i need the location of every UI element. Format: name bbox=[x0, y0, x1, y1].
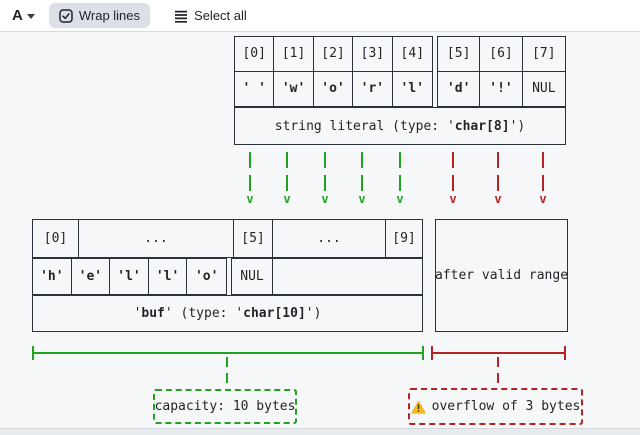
copy-arrow-red: v bbox=[491, 152, 505, 205]
buf-indices-row: [0] ... [5] ... [9] bbox=[32, 219, 423, 258]
source-index-cell: [7] bbox=[522, 37, 565, 72]
after-valid-range-box: after valid range bbox=[435, 219, 568, 332]
font-size-label: A bbox=[12, 7, 23, 24]
capacity-note-box: capacity: 10 bytes bbox=[153, 389, 297, 424]
capacity-label: capacity: 10 bytes bbox=[154, 399, 296, 414]
source-char-cell: 'd' bbox=[438, 71, 481, 106]
arrowhead: v bbox=[246, 192, 254, 206]
warning-triangle-icon bbox=[411, 399, 426, 413]
font-size-button[interactable]: A bbox=[12, 7, 35, 24]
source-index-cell: [3] bbox=[353, 37, 393, 72]
overflow-note-box: overflow of 3 bytes bbox=[408, 388, 583, 425]
source-label: string literal (type: 'char[8]') bbox=[274, 118, 526, 134]
arrowhead: v bbox=[283, 192, 291, 206]
diagram-canvas: [0] [1] [2] [3] [4] ' ' 'w' 'o' 'r' 'l' … bbox=[0, 32, 640, 428]
buf-index-cell: ... bbox=[273, 220, 386, 257]
copy-arrow-green: v bbox=[280, 152, 294, 205]
source-left-group: [0] [1] [2] [3] [4] ' ' 'w' 'o' 'r' 'l' bbox=[234, 36, 433, 107]
source-char-cell: ' ' bbox=[235, 71, 275, 106]
source-index-cell: [0] bbox=[235, 37, 275, 72]
caret-down-icon bbox=[26, 14, 35, 19]
source-char-cell: '!' bbox=[480, 71, 523, 106]
select-all-label: Select all bbox=[194, 8, 247, 23]
buf-index-cell: ... bbox=[79, 220, 234, 257]
source-nul-cell: NUL bbox=[532, 81, 556, 97]
source-char-cell: 'w' bbox=[274, 71, 314, 106]
arrowhead: v bbox=[396, 192, 404, 206]
source-char-cell: 'o' bbox=[314, 71, 354, 106]
arrowhead: v bbox=[539, 192, 547, 206]
select-all-button[interactable]: Select all bbox=[164, 3, 257, 28]
buf-char-cell: 'l' bbox=[149, 259, 188, 294]
arrowhead: v bbox=[494, 192, 502, 206]
wrap-lines-toggle[interactable]: Wrap lines bbox=[48, 3, 151, 28]
buf-char-cell: 'l' bbox=[110, 259, 149, 294]
checkbox-checked-icon bbox=[59, 8, 73, 23]
buf-index-cell: [9] bbox=[392, 231, 416, 246]
source-index-cell: [5] bbox=[438, 37, 481, 72]
buf-char-cell: 'e' bbox=[72, 259, 111, 294]
after-valid-range-label: after valid range bbox=[434, 268, 569, 283]
copy-arrow-green: v bbox=[393, 152, 407, 205]
arrowhead: v bbox=[321, 192, 329, 206]
arrowhead: v bbox=[449, 192, 457, 206]
arrowhead: v bbox=[358, 192, 366, 206]
buf-chars-group: 'h' 'e' 'l' 'l' 'o' bbox=[32, 258, 227, 295]
buf-label: 'buf' (type: 'char[10]') bbox=[133, 306, 322, 321]
lines-icon bbox=[175, 10, 188, 23]
source-index-cell: [1] bbox=[274, 37, 314, 72]
copy-arrow-green: v bbox=[318, 152, 332, 205]
buf-index-cell: [0] bbox=[33, 220, 79, 257]
copy-arrow-green: v bbox=[243, 152, 257, 205]
toolbar: A Wrap lines Select all bbox=[0, 0, 640, 32]
buf-index-cell: [5] bbox=[234, 220, 273, 257]
bottom-strip bbox=[0, 428, 640, 435]
source-index-cell: [6] bbox=[480, 37, 523, 72]
capacity-bracket bbox=[32, 346, 424, 360]
copy-arrow-red: v bbox=[446, 152, 460, 205]
buf-char-cell: 'o' bbox=[194, 269, 219, 284]
buf-empty-cell bbox=[273, 259, 422, 294]
source-char-cell: 'l' bbox=[400, 81, 425, 97]
buf-char-cell: 'h' bbox=[33, 259, 72, 294]
source-index-cell: [4] bbox=[392, 37, 432, 72]
source-label-box: string literal (type: 'char[8]') bbox=[234, 107, 566, 145]
source-right-group: [5] [6] [7] 'd' '!' NUL bbox=[437, 36, 566, 107]
overflow-bracket bbox=[431, 346, 566, 360]
buf-nul-cell: NUL bbox=[232, 259, 273, 294]
buf-tail-group: NUL bbox=[231, 258, 423, 295]
overflow-stem bbox=[497, 357, 499, 388]
buf-label-box: 'buf' (type: 'char[10]') bbox=[32, 295, 423, 332]
copy-arrow-green: v bbox=[355, 152, 369, 205]
source-char-cell: 'r' bbox=[353, 71, 393, 106]
source-index-cell: [2] bbox=[313, 37, 354, 72]
overflow-label: overflow of 3 bytes bbox=[431, 399, 581, 414]
copy-arrow-red: v bbox=[536, 152, 550, 205]
capacity-stem bbox=[226, 357, 228, 389]
wrap-lines-label: Wrap lines bbox=[78, 8, 141, 23]
